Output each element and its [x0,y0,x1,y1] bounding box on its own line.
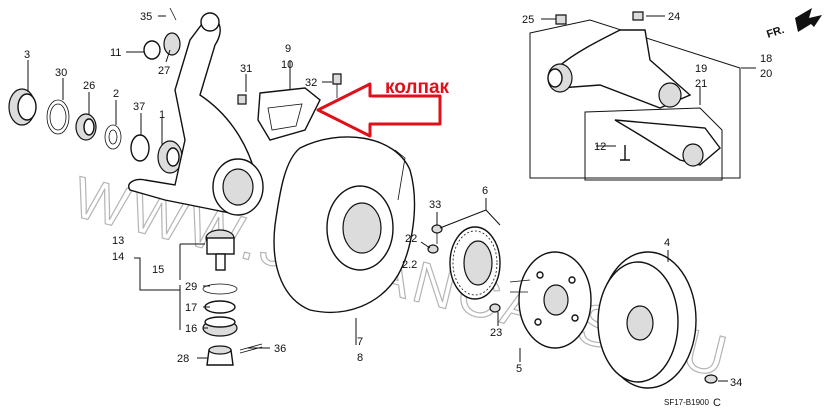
brake-drum [597,251,718,389]
part-label-6: 6 [482,185,488,197]
part-label-23: 23 [490,327,502,339]
annotation-arrow [316,82,442,138]
part-label-37: 37 [133,101,145,113]
part-label-4: 4 [664,237,670,249]
part-label-20: 20 [760,68,772,80]
part-label-14: 14 [112,251,124,263]
backing-plate [273,136,416,314]
part-label-18: 18 [760,53,772,65]
part-label-34: 34 [730,377,742,389]
front-direction-arrow [795,8,822,32]
part-label-1: 1 [159,109,165,121]
part-label-5: 5 [516,363,522,375]
part-label-25: 25 [522,14,534,26]
part-label-13: 13 [112,235,124,247]
part-label-22: 22 [405,233,417,245]
knuckle [128,7,264,216]
part-label-12: 12 [594,141,606,153]
part-label-32: 32 [305,77,317,89]
part-label-28: 28 [177,353,189,365]
hub-assembly [427,226,501,313]
small-hardware [237,73,342,141]
part-label-17: 17 [185,302,197,314]
part-label-11: 11 [110,47,121,59]
bearing-parts-group [8,88,183,174]
part-label-24: 24 [668,11,680,23]
part-label-15: 15 [152,264,164,276]
part-label-19: 19 [695,63,707,75]
part-label-9: 9 [285,43,291,55]
part-label-21: 21 [695,78,707,90]
direction-label: FR. [765,24,786,41]
part-label-27: 27 [158,65,170,77]
part-label-29: 29 [185,281,197,293]
part-label-10: 10 [281,59,293,71]
hub-flange [509,251,592,349]
part-label-31: 31 [240,63,252,75]
part-label-35: 35 [140,11,152,23]
part-label-16: 16 [185,323,197,335]
small-label: 2.2 [402,259,417,271]
part-label-26: 26 [83,80,95,92]
upper-arm-box [529,11,741,181]
part-label-3: 3 [24,49,30,61]
part-label-7: 7 [357,336,363,348]
ball-joint-stack [202,229,263,366]
part-label-36: 36 [274,343,286,355]
part-label-30: 30 [55,67,67,79]
footer-suffix: C [713,397,721,409]
annotation-label: колпак [385,77,450,98]
part-label-33: 33 [429,199,441,211]
leader-lines [27,15,756,382]
footer-code: SF17-B1900 [664,398,709,407]
part-label-8: 8 [357,352,363,364]
part-label-2: 2 [113,88,119,100]
